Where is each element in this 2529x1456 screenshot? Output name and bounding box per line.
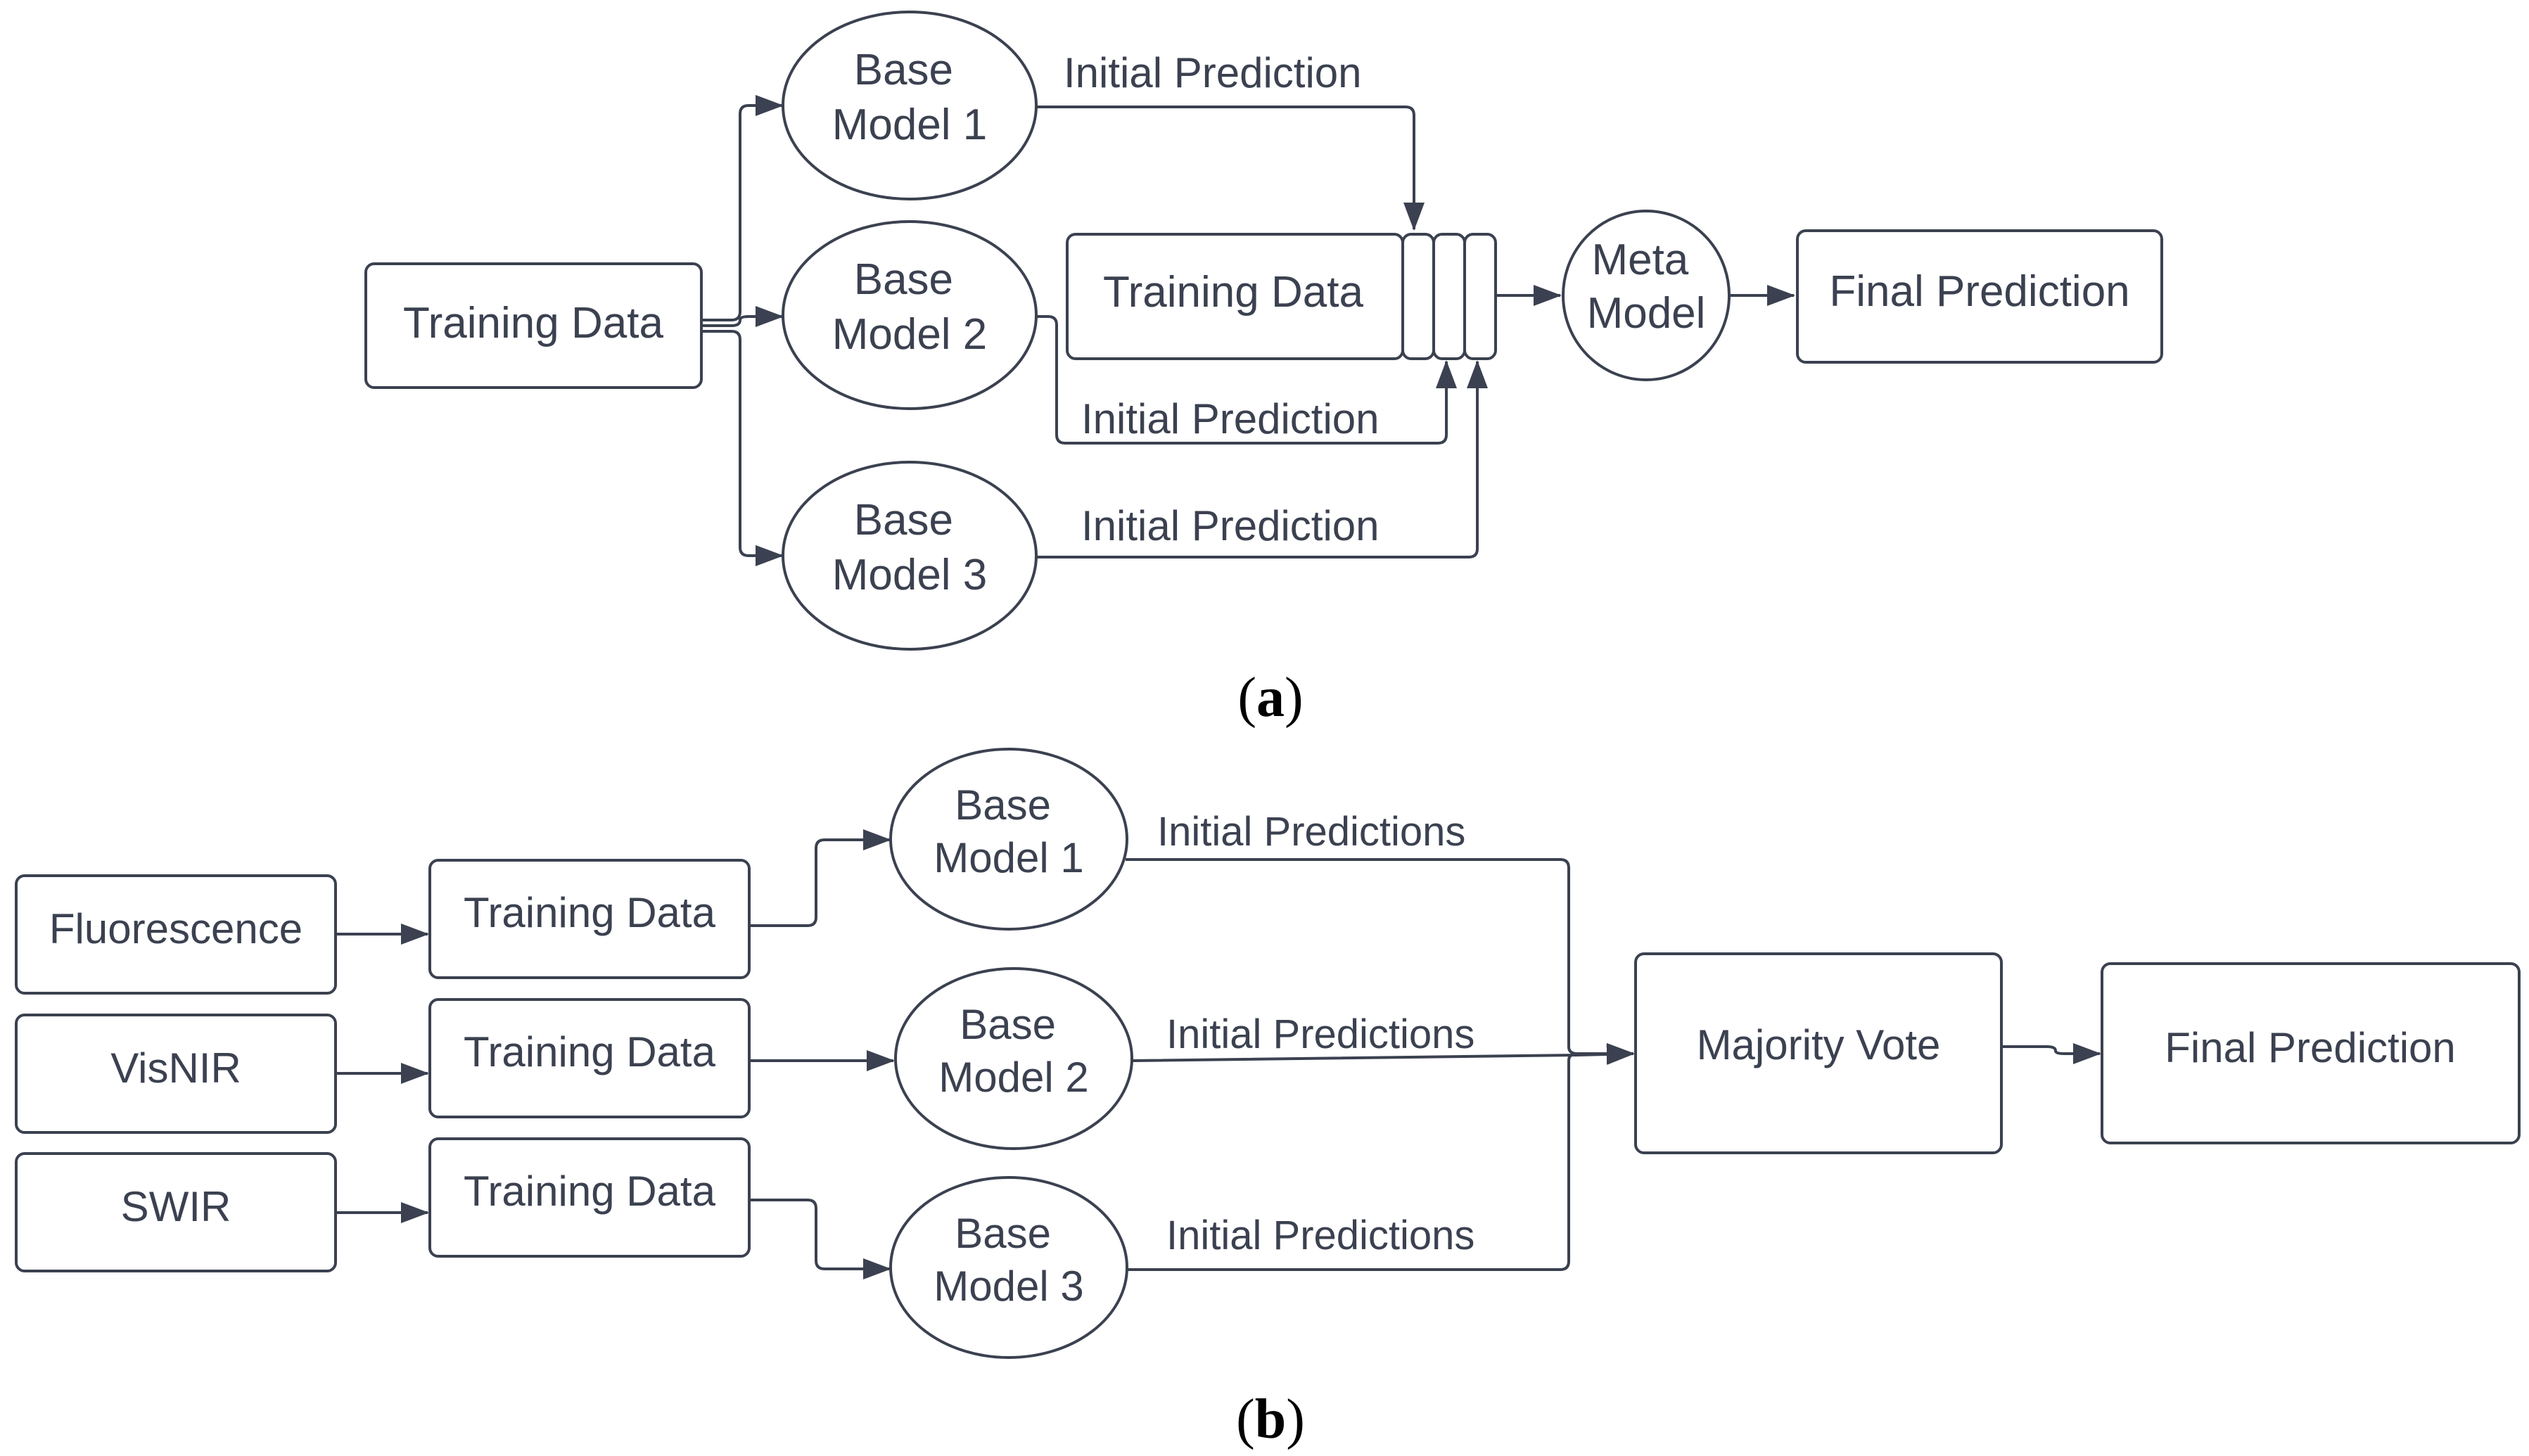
majority-vote-label: Majority Vote	[1697, 1021, 1941, 1068]
training-data-node-3: Training Data	[428, 1137, 751, 1258]
initial-predictions-label-3: Initial Predictions	[1166, 1213, 1474, 1258]
connector-training-to-base-model-3	[701, 330, 784, 566]
training-data-label: Training Data	[403, 299, 663, 347]
connector-training-to-base-model-1	[701, 95, 784, 321]
connector-base-model-1-to-stack	[1036, 106, 1425, 231]
visnir-node: VisNIR	[15, 1014, 337, 1134]
connector-training-3-to-base-model-3	[749, 1199, 891, 1279]
base-model-1-b-line-2: Model 1	[934, 834, 1083, 881]
base-model-2-line-2: Model 2	[832, 310, 988, 359]
training-data-node-1: Training Data	[428, 859, 751, 979]
connector-vote-to-final	[2001, 1043, 2101, 1064]
base-model-3-b-line-1: Base	[955, 1210, 1051, 1257]
base-model-2-b-line-1: Base	[960, 1001, 1056, 1048]
swir-label: SWIR	[121, 1183, 231, 1230]
stacked-training-data-node: Training Data	[1066, 233, 1497, 360]
svg-text:Meta Model: Meta Model	[1587, 236, 1706, 338]
base-model-1-line-2: Model 1	[832, 101, 988, 149]
final-prediction-label-b: Final Prediction	[2165, 1024, 2456, 1071]
diagram-b: Fluorescence VisNIR SWIR Training Data T…	[15, 748, 2521, 1450]
initial-predictions-label-2: Initial Predictions	[1166, 1011, 1474, 1057]
initial-prediction-label-2: Initial Prediction	[1081, 395, 1380, 442]
fluorescence-node: Fluorescence	[15, 874, 337, 995]
stacked-training-data-label: Training Data	[1103, 268, 1363, 317]
diagram-a-connectors	[701, 95, 1795, 566]
caption-b: (b)	[1236, 1388, 1305, 1450]
prediction-column-1	[1401, 233, 1435, 360]
svg-text:Base Model 2: Base Model 2	[938, 1001, 1088, 1101]
fluorescence-label: Fluorescence	[49, 905, 302, 952]
base-model-3-node: Base Model 3	[782, 461, 1038, 651]
initial-prediction-label-1: Initial Prediction	[1064, 49, 1362, 96]
svg-text:Base Model 3: Base Model 3	[934, 1210, 1083, 1310]
diagram-a: Training Data Base Model 1 Base Model 2 …	[364, 11, 2163, 729]
training-data-label-2: Training Data	[464, 1028, 716, 1075]
meta-model-line-1: Meta	[1591, 236, 1688, 284]
connector-base-model-3-to-vote	[1126, 1043, 1635, 1271]
base-model-2-node: Base Model 2	[782, 220, 1038, 410]
training-data-label-1: Training Data	[464, 889, 716, 936]
training-data-label-3: Training Data	[464, 1168, 716, 1215]
base-model-1-node-b: Base Model 1	[889, 748, 1128, 931]
svg-text:Base Model 1: Base Model 1	[832, 46, 988, 149]
base-model-3-b-line-2: Model 3	[934, 1263, 1083, 1310]
initial-prediction-label-3: Initial Prediction	[1081, 502, 1380, 549]
final-prediction-node-b: Final Prediction	[2101, 962, 2521, 1144]
swir-node: SWIR	[15, 1152, 337, 1272]
base-model-2-b-line-2: Model 2	[938, 1054, 1088, 1101]
connector-base-model-3-to-stack	[1036, 360, 1488, 558]
base-model-2-line-1: Base	[854, 255, 953, 304]
initial-predictions-label-1: Initial Predictions	[1157, 809, 1465, 855]
svg-text:Base Model 3: Base Model 3	[832, 496, 988, 599]
base-model-3-line-1: Base	[854, 496, 953, 544]
prediction-column-2	[1432, 233, 1466, 360]
meta-model-node: Meta Model	[1562, 210, 1731, 381]
training-data-node-2: Training Data	[428, 998, 751, 1118]
final-prediction-node-a: Final Prediction	[1796, 229, 2163, 364]
caption-a: (a)	[1237, 667, 1303, 729]
svg-text:Base Model 2: Base Model 2	[832, 255, 988, 359]
visnir-label: VisNIR	[110, 1045, 241, 1092]
base-model-3-node-b: Base Model 3	[889, 1176, 1128, 1359]
base-model-1-line-1: Base	[854, 46, 953, 94]
connector-base-model-2-to-stack	[1036, 315, 1457, 445]
svg-text:Base Model 1: Base Model 1	[934, 781, 1083, 881]
diagram-b-connectors	[336, 829, 2101, 1279]
majority-vote-node: Majority Vote	[1634, 952, 2003, 1154]
base-model-2-node-b: Base Model 2	[894, 967, 1133, 1150]
final-prediction-label-a: Final Prediction	[1829, 267, 2129, 316]
meta-model-line-2: Model	[1587, 289, 1706, 338]
base-model-1-node: Base Model 1	[782, 11, 1038, 200]
training-data-node: Training Data	[364, 262, 703, 389]
base-model-1-b-line-1: Base	[955, 781, 1051, 829]
prediction-column-3	[1463, 233, 1497, 360]
connector-training-to-base-model-2	[701, 306, 784, 327]
base-model-3-line-2: Model 3	[832, 551, 988, 599]
connector-training-1-to-base-model-1	[749, 829, 891, 927]
